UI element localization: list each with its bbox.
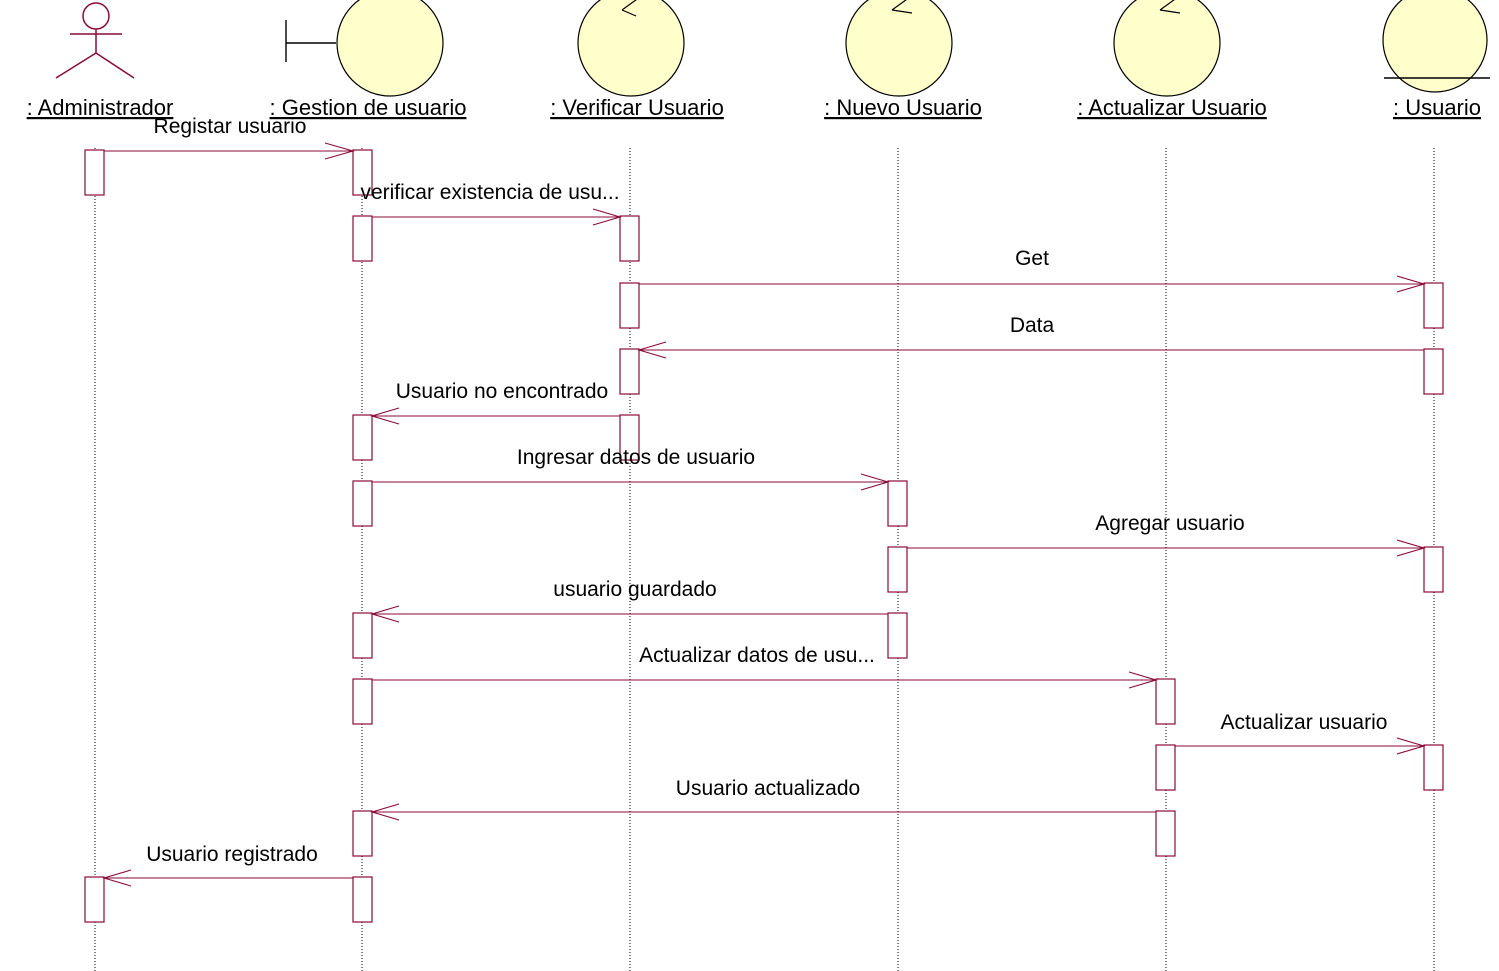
message-label: Get — [1015, 247, 1049, 270]
message-usuario-no-encontrado: Usuario no encontrado — [370, 380, 620, 425]
message-agregar-usuario: Agregar usuario — [907, 512, 1426, 557]
activation-box — [619, 282, 640, 329]
message-label: Registar usuario — [154, 115, 307, 138]
message-get: Get — [639, 247, 1426, 293]
message-actualizar-datos: Actualizar datos de usu... — [372, 644, 1158, 689]
message-label: Data — [1010, 314, 1055, 337]
message-label: usuario guardado — [553, 578, 716, 601]
activation-box — [352, 810, 373, 857]
message-data: Data — [637, 314, 1424, 359]
activation-box — [352, 414, 373, 461]
object-label-admin: : Administrador — [27, 95, 174, 120]
boundary-gestion-icon — [285, 0, 444, 97]
object-label-verificar: : Verificar Usuario — [550, 95, 724, 120]
message-usuario-actualizado: Usuario actualizado — [370, 777, 1156, 821]
object-label-actualizar: : Actualizar Usuario — [1077, 95, 1267, 120]
activation-box — [352, 612, 373, 659]
control-verificar-icon — [577, 0, 685, 97]
activation-box — [619, 215, 640, 262]
message-label: Actualizar usuario — [1221, 711, 1388, 734]
activation-box — [1155, 678, 1176, 725]
control-nuevo-icon — [845, 0, 953, 97]
activation-box — [887, 480, 908, 527]
activation-box — [887, 546, 908, 593]
message-label: verificar existencia de usu... — [360, 181, 619, 204]
activation-box — [84, 149, 105, 196]
activation-box — [352, 480, 373, 527]
message-label: Usuario no encontrado — [396, 380, 608, 403]
message-usuario-guardado: usuario guardado — [370, 578, 888, 623]
activation-box — [1423, 282, 1444, 329]
activation-box — [887, 612, 908, 659]
activation-box — [619, 348, 640, 395]
activation-box — [1423, 348, 1444, 395]
message-usuario-registrado: Usuario registrado — [102, 843, 353, 887]
activations — [84, 149, 1444, 923]
activation-box — [84, 876, 105, 923]
message-actualizar-usuario: Actualizar usuario — [1175, 711, 1426, 755]
message-registar-usuario: Registar usuario — [104, 115, 356, 160]
entity-usuario-icon — [1382, 0, 1490, 93]
activation-box — [1155, 744, 1176, 791]
message-ingresar-datos: Ingresar datos de usuario — [372, 446, 890, 491]
message-label: Usuario actualizado — [676, 777, 860, 800]
activation-box — [1423, 546, 1444, 593]
message-label: Ingresar datos de usuario — [517, 446, 755, 469]
object-label-nuevo: : Nuevo Usuario — [824, 95, 982, 120]
activation-box — [352, 876, 373, 923]
activation-box — [352, 215, 373, 262]
message-verificar-existencia: verificar existencia de usu... — [360, 181, 622, 226]
activation-box — [352, 678, 373, 725]
activation-box — [1423, 744, 1444, 791]
activation-box — [1155, 810, 1176, 857]
activation-box — [352, 149, 373, 196]
control-actualizar-icon — [1113, 0, 1221, 97]
message-label: Usuario registrado — [146, 843, 318, 866]
message-label: Agregar usuario — [1095, 512, 1244, 535]
object-label-gestion: : Gestion de usuario — [270, 95, 467, 120]
message-label: Actualizar datos de usu... — [639, 644, 875, 667]
activation-box — [619, 414, 640, 461]
object-label-usuario: : Usuario — [1393, 95, 1481, 120]
actor-admin-icon — [55, 2, 135, 79]
